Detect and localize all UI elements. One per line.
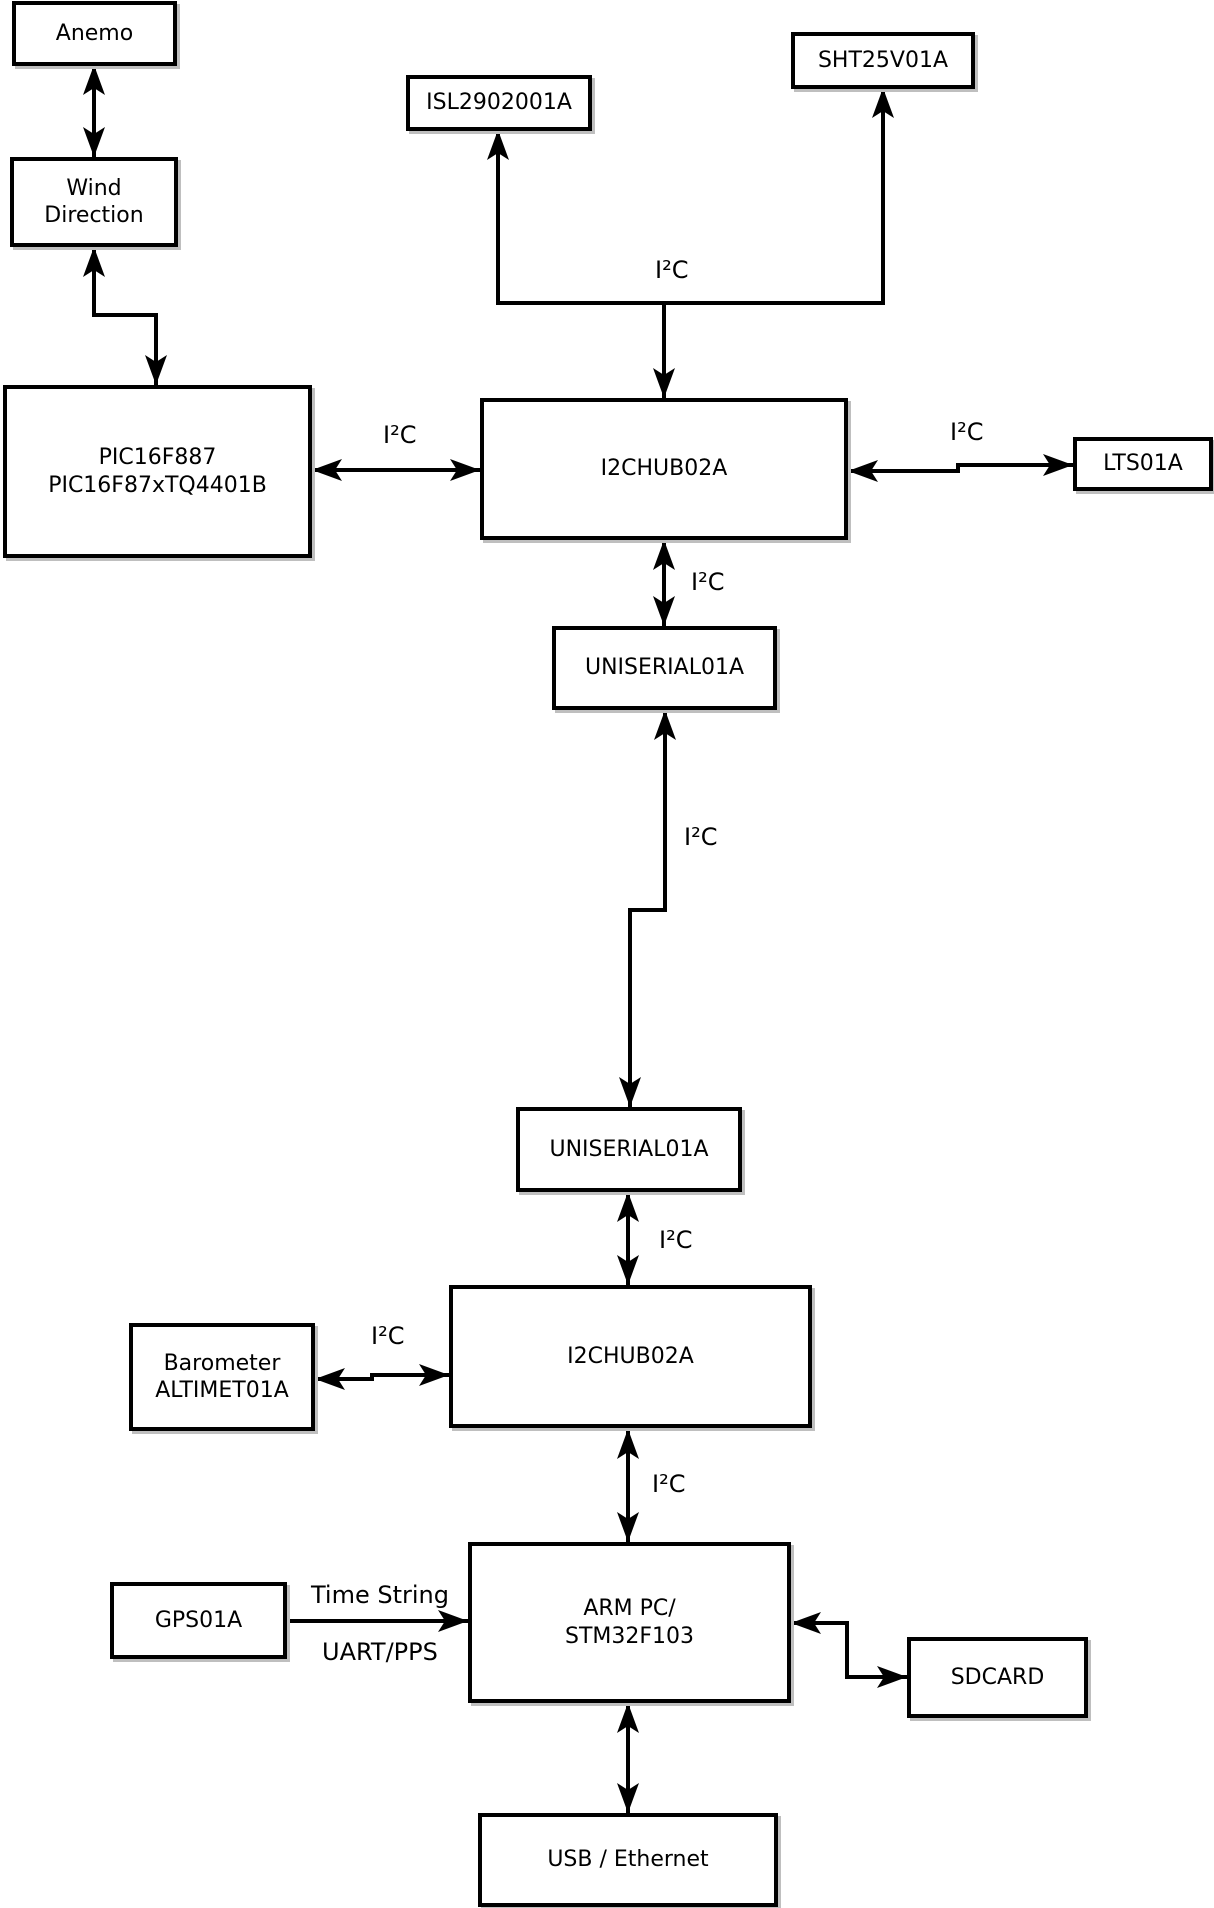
node-i2chub02a-bottom: I2CHUB02A [449,1285,812,1428]
edge-label-i2c-uniserial-link: I²C [684,823,718,851]
edge-label-time-string: Time String [311,1581,449,1609]
connector-i2c-bus-isl-sht [487,88,894,305]
node-lts01a-label: LTS01A [1103,451,1183,477]
node-i2chub02a-bottom-label: I2CHUB02A [567,1343,694,1369]
node-pic16f887: PIC16F887 PIC16F87xTQ4401B [3,385,312,558]
node-isl2902001a: ISL2902001A [406,75,592,131]
edge-label-i2c-hub2-arm: I²C [652,1470,686,1498]
node-lts01a: LTS01A [1073,437,1213,491]
node-sht25v01a-label: SHT25V01A [817,47,949,73]
node-i2chub02a-top: I2CHUB02A [480,398,848,540]
connector-baro-hub2 [315,1364,449,1390]
node-sdcard-label: SDCARD [950,1664,1045,1690]
node-sht25v01a: SHT25V01A [791,32,975,89]
node-usb-ethernet: USB / Ethernet [478,1813,778,1907]
connector-wind-pic [83,247,167,385]
node-uniserial01a-upper-label: UNISERIAL01A [584,655,745,681]
edge-label-i2c-uniserial-hub2: I²C [659,1226,693,1254]
node-uniserial01a-upper: UNISERIAL01A [552,626,777,710]
node-arm-pc-stm32f103: ARM PC/ STM32F103 [468,1542,791,1703]
connector-arm-sdcard [791,1612,907,1688]
node-isl2902001a-label: ISL2902001A [426,90,572,116]
node-wind-direction: Wind Direction [10,157,178,247]
connector-uniserial-link [619,710,676,1107]
node-usb-ethernet-label: USB / Ethernet [547,1847,709,1873]
edge-label-i2c-hub-lts: I²C [950,418,984,446]
node-anemo: Anemo [12,1,177,66]
node-gps01a: GPS01A [110,1582,287,1659]
edge-label-i2c-baro-hub2: I²C [371,1322,405,1350]
edge-label-i2c-pic-hub: I²C [383,421,417,449]
edge-label-i2c-hub-uniserial: I²C [691,568,725,596]
node-uniserial01a-lower-label: UNISERIAL01A [549,1136,709,1162]
node-sdcard: SDCARD [907,1637,1088,1718]
node-barometer-altimet01a: Barometer ALTIMET01A [129,1323,315,1431]
connector-hub-lts [848,454,1073,482]
node-i2chub02a-top-label: I2CHUB02A [600,456,728,482]
node-anemo-label: Anemo [55,20,134,46]
node-uniserial01a-lower: UNISERIAL01A [516,1107,742,1192]
edge-label-i2c-bus-top: I²C [655,256,689,284]
node-wind-direction-label: Wind Direction [44,175,144,229]
node-pic16f887-label: PIC16F887 PIC16F87xTQ4401B [48,445,267,498]
node-arm-pc-stm32f103-label: ARM PC/ STM32F103 [564,1596,695,1649]
node-gps01a-label: GPS01A [154,1607,243,1633]
edge-label-uart-pps: UART/PPS [322,1638,438,1666]
node-barometer-altimet01a-label: Barometer ALTIMET01A [155,1350,289,1404]
